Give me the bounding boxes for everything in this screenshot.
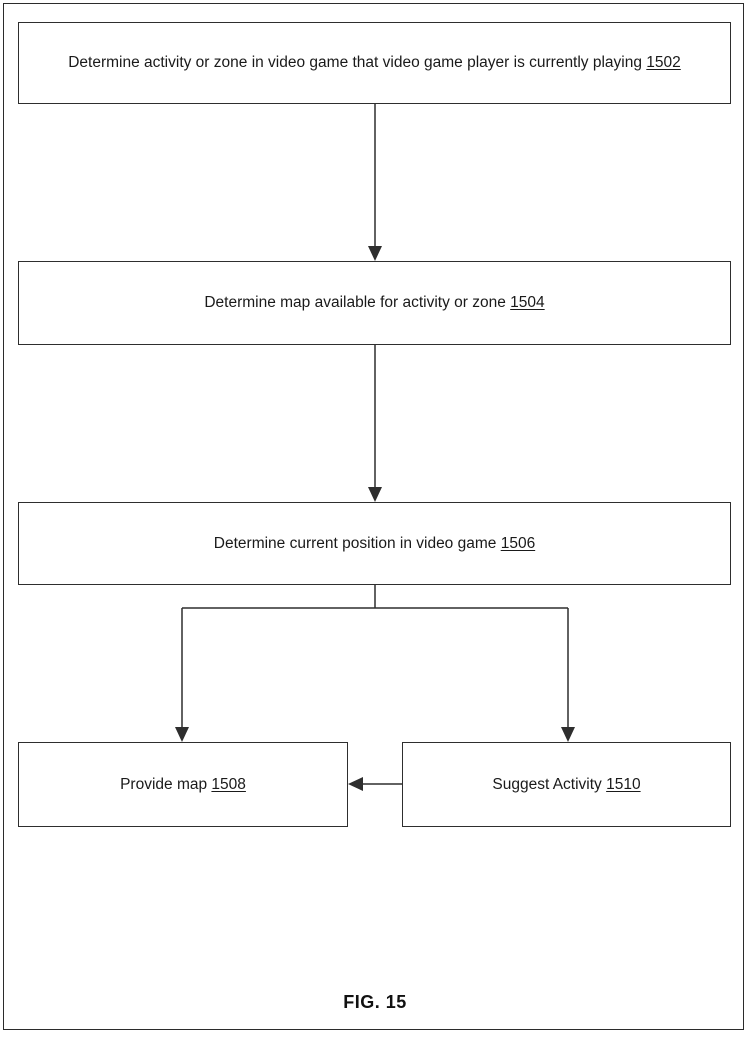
edge-1506-branch (182, 585, 568, 609)
node-1508-label: Provide map 1508 (35, 773, 331, 796)
node-1510-label: Suggest Activity 1510 (419, 773, 714, 796)
node-1502-reference-numeral: 1502 (646, 54, 681, 72)
edge-1510-to-1508 (348, 777, 402, 791)
flowchart-node-determine-map-available: Determine map available for activity or … (18, 261, 731, 345)
edge-1504-to-1506 (368, 345, 382, 502)
node-1506-reference-numeral: 1506 (500, 534, 536, 552)
node-1510-text: Suggest Activity (492, 775, 607, 793)
node-1502-text: Determine activity or zone in video game… (68, 54, 647, 72)
node-1504-reference-numeral: 1504 (510, 294, 545, 312)
node-1510-reference-numeral: 1510 (606, 775, 641, 793)
node-1508-reference-numeral: 1508 (211, 775, 246, 793)
node-1506-label: Determine current position in video game… (35, 532, 714, 555)
node-1502-label: Determine activity or zone in video game… (35, 51, 714, 74)
node-1504-text: Determine map available for activity or … (204, 294, 511, 312)
edge-1506-to-1508 (175, 608, 189, 742)
edge-1506-to-1510 (561, 608, 575, 742)
edge-1502-to-1504 (368, 104, 382, 261)
flowchart-node-determine-current-position: Determine current position in video game… (18, 502, 731, 585)
flowchart-node-determine-activity-or-zone: Determine activity or zone in video game… (18, 22, 731, 104)
figure-caption: FIG. 15 (343, 992, 407, 1012)
node-1506-text: Determine current position in video game (213, 534, 501, 552)
flowchart-node-suggest-activity: Suggest Activity 1510 (402, 742, 731, 827)
flowchart-node-provide-map: Provide map 1508 (18, 742, 348, 827)
node-1504-label: Determine map available for activity or … (35, 291, 714, 314)
node-1508-text: Provide map (120, 775, 212, 793)
